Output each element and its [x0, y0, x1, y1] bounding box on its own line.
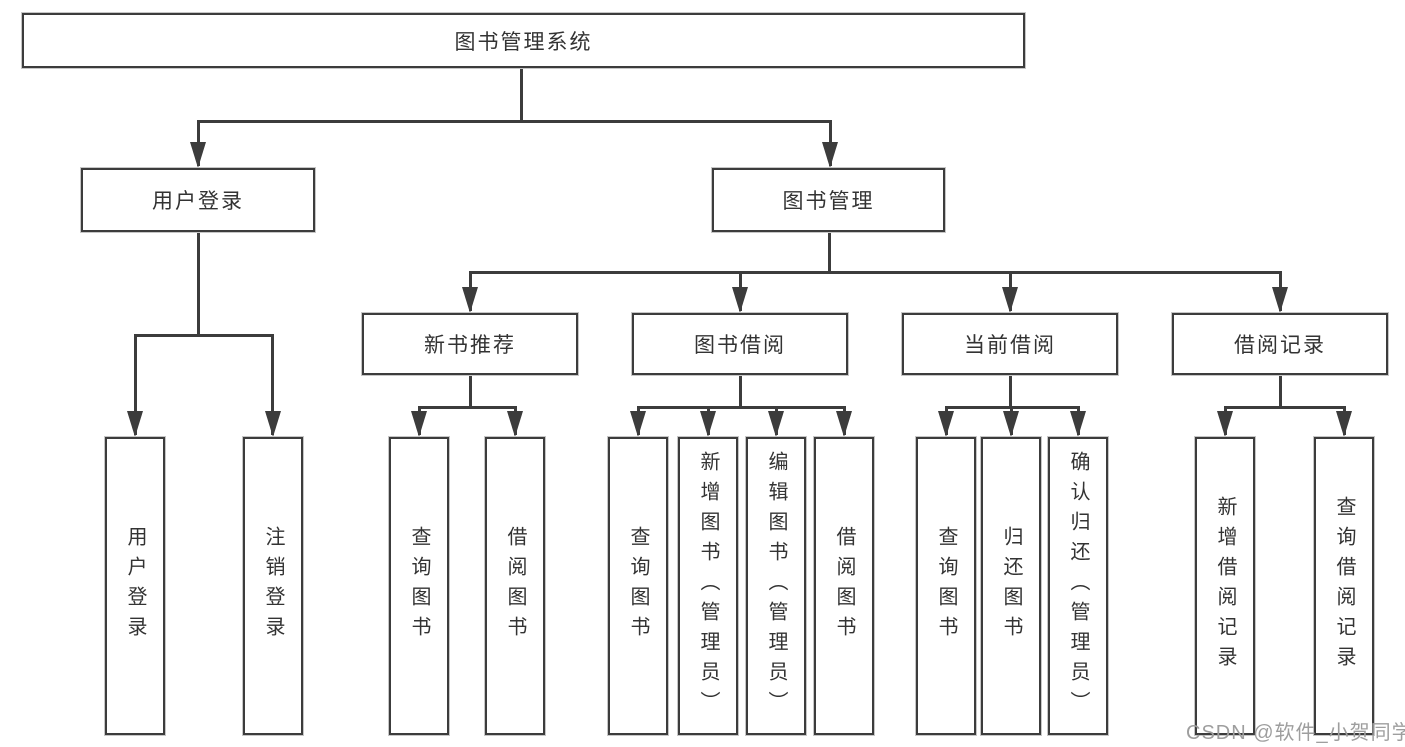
leaf-query-books-borrowing: 查询图书 — [608, 437, 668, 735]
node-new-book-recommend-label: 新书推荐 — [424, 334, 516, 357]
leaf-borrow-books-recommend: 借阅图书 — [485, 437, 545, 735]
leaf-label: 新增借阅记录 — [1214, 496, 1236, 676]
node-book-management-label: 图书管理 — [782, 190, 875, 213]
connector-line — [1279, 375, 1282, 408]
leaf-label: 用户登录 — [124, 526, 146, 646]
node-user-login-label: 用户登录 — [152, 190, 244, 213]
leaf-borrow-books: 借阅图书 — [814, 437, 874, 735]
leaf-logout: 注销登录 — [243, 437, 303, 735]
arrow-down-icon — [938, 411, 954, 437]
arrow-down-icon — [630, 411, 646, 437]
arrow-down-icon — [1336, 411, 1352, 437]
leaf-label: 借阅图书 — [833, 526, 855, 646]
arrow-down-icon — [507, 411, 523, 437]
leaf-add-borrow-record: 新增借阅记录 — [1195, 437, 1255, 735]
connector-line — [828, 232, 831, 273]
arrow-down-icon — [411, 411, 427, 437]
node-book-management: 图书管理 — [712, 168, 945, 232]
connector-line — [271, 334, 274, 435]
leaf-return-books: 归还图书 — [981, 437, 1041, 735]
connector-line — [637, 406, 846, 409]
leaf-label: 查询借阅记录 — [1333, 496, 1355, 676]
connector-line — [418, 406, 517, 409]
leaf-label: 查询图书 — [408, 526, 430, 646]
arrow-down-icon — [190, 142, 206, 168]
node-user-login: 用户登录 — [81, 168, 315, 232]
arrow-down-icon — [768, 411, 784, 437]
arrow-down-icon — [836, 411, 852, 437]
connector-line — [197, 120, 831, 123]
node-borrow-records-label: 借阅记录 — [1234, 334, 1326, 357]
node-new-book-recommend: 新书推荐 — [362, 313, 578, 375]
node-book-borrowing-label: 图书借阅 — [694, 334, 786, 357]
arrow-down-icon — [127, 411, 143, 437]
leaf-label: 确认归还（管理员） — [1067, 451, 1089, 721]
node-current-borrowing-label: 当前借阅 — [964, 334, 1056, 357]
leaf-label: 借阅图书 — [504, 526, 526, 646]
connector-line — [739, 375, 742, 408]
arrow-down-icon — [462, 287, 478, 313]
arrow-down-icon — [1003, 411, 1019, 437]
connector-line — [197, 232, 200, 336]
connector-line — [134, 334, 274, 337]
leaf-label: 注销登录 — [262, 526, 284, 646]
node-root-label: 图书管理系统 — [454, 30, 593, 54]
leaf-confirm-return-admin: 确认归还（管理员） — [1048, 437, 1108, 735]
leaf-label: 查询图书 — [935, 526, 957, 646]
csdn-watermark: CSDN @软件_小贺同学 — [1186, 722, 1405, 744]
arrow-down-icon — [1272, 287, 1288, 313]
arrow-down-icon — [265, 411, 281, 437]
leaf-label: 归还图书 — [1000, 526, 1022, 646]
leaf-label: 查询图书 — [627, 526, 649, 646]
connector-line — [469, 271, 1282, 274]
leaf-edit-books-admin: 编辑图书（管理员） — [746, 437, 806, 735]
leaf-query-books-recommend: 查询图书 — [389, 437, 449, 735]
node-root: 图书管理系统 — [22, 13, 1025, 68]
leaf-query-books-current: 查询图书 — [916, 437, 976, 735]
leaf-user-login: 用户登录 — [105, 437, 165, 735]
arrow-down-icon — [700, 411, 716, 437]
arrow-down-icon — [1217, 411, 1233, 437]
node-current-borrowing: 当前借阅 — [902, 313, 1118, 375]
leaf-label: 新增图书（管理员） — [697, 451, 719, 721]
connector-line — [469, 375, 472, 408]
connector-line — [1009, 375, 1012, 408]
arrow-down-icon — [732, 287, 748, 313]
arrow-down-icon — [1002, 287, 1018, 313]
arrow-down-icon — [1070, 411, 1086, 437]
connector-line — [1224, 406, 1346, 409]
node-book-borrowing: 图书借阅 — [632, 313, 848, 375]
connector-line — [520, 68, 523, 121]
node-borrow-records: 借阅记录 — [1172, 313, 1388, 375]
leaf-add-books-admin: 新增图书（管理员） — [678, 437, 738, 735]
connector-line — [134, 334, 137, 435]
leaf-label: 编辑图书（管理员） — [765, 451, 787, 721]
arrow-down-icon — [822, 142, 838, 168]
leaf-query-borrow-record: 查询借阅记录 — [1314, 437, 1374, 735]
